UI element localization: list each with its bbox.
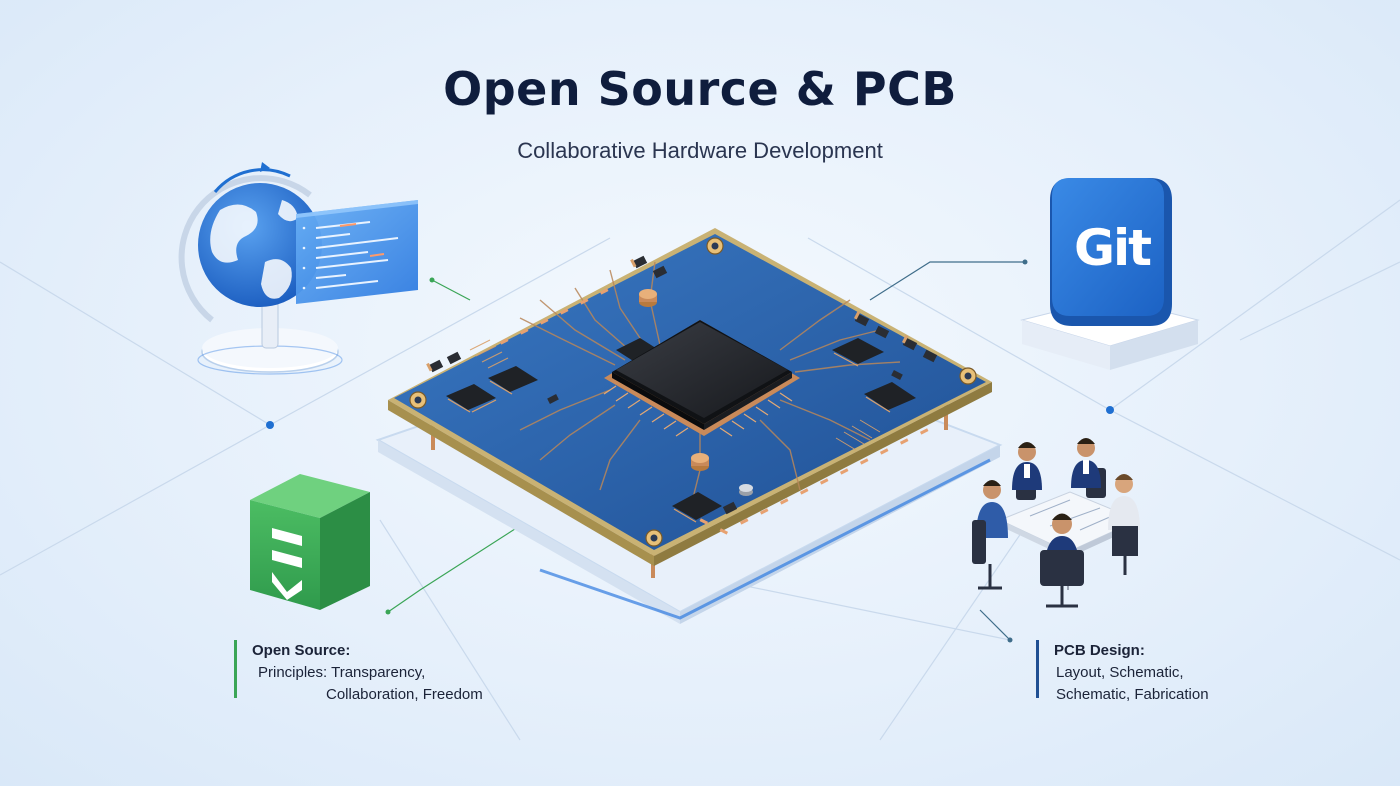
pcb-board-icon xyxy=(375,228,1003,624)
open-source-callout: Open Source: Principles: Transparency, C… xyxy=(234,640,534,703)
connector-dot-green xyxy=(429,277,435,283)
code-panel-icon xyxy=(296,200,418,304)
connector-dot xyxy=(1007,637,1013,643)
callout-line-1: Layout, Schematic, xyxy=(1056,664,1184,681)
callout-accent-bar xyxy=(1036,640,1039,698)
callout-line-2: Collaboration, Freedom xyxy=(326,686,483,703)
callout-heading: PCB Design: xyxy=(1054,642,1145,659)
git-logo-icon xyxy=(1020,178,1200,370)
team-meeting-icon xyxy=(972,438,1140,608)
connector-dot-green xyxy=(385,609,391,615)
page-subtitle: Collaborative Hardware Development xyxy=(517,138,883,163)
callout-line-2: Schematic, Fabrication xyxy=(1056,686,1209,703)
connector-dot-blue xyxy=(266,421,274,429)
callout-heading: Open Source: xyxy=(252,642,351,659)
callout-line-1: Principles: Transparency, xyxy=(258,664,426,681)
connector-dot-blue xyxy=(1106,406,1114,414)
connector-dot xyxy=(1022,259,1028,265)
callout-accent-bar xyxy=(234,640,237,698)
pcb-design-callout: PCB Design: Layout, Schematic, Schematic… xyxy=(1036,640,1276,703)
page-title: Open Source & PCB xyxy=(443,62,957,116)
background-grid-lines xyxy=(0,199,1400,741)
globe-icon xyxy=(178,162,343,375)
open-source-box-icon xyxy=(250,474,370,610)
connector-lines xyxy=(266,259,1114,643)
git-logo-label: Git xyxy=(1073,219,1152,277)
